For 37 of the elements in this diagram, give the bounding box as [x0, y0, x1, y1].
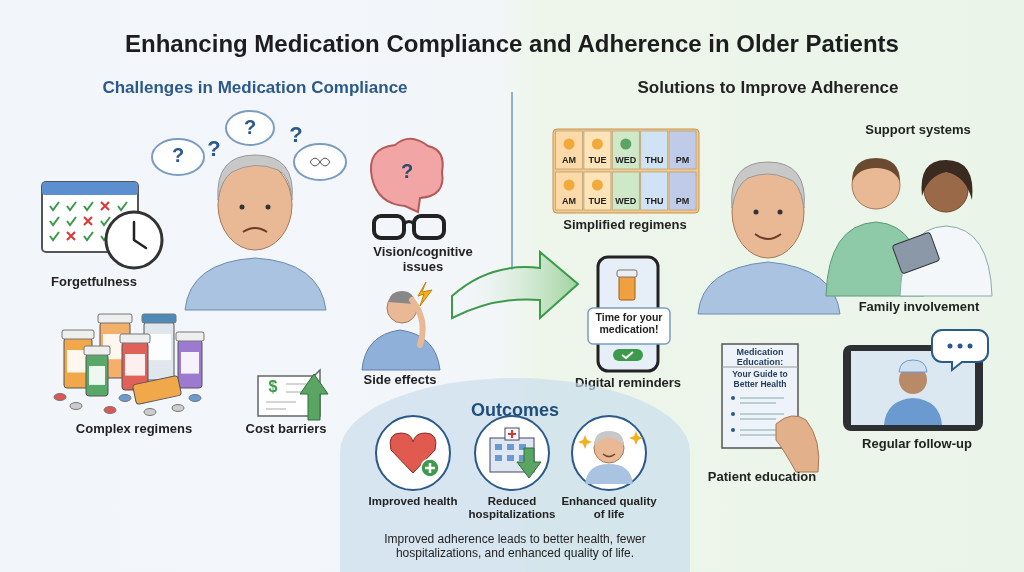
notification-text: Time for your medication! — [594, 311, 664, 336]
organizer-day-label: PM — [674, 155, 691, 166]
section-heading: Solutions to Improve Adherence — [636, 78, 900, 98]
question-mark: ? — [399, 160, 415, 183]
organizer-day-label: TUE — [587, 155, 608, 166]
item-caption: Simplified regimens — [562, 218, 688, 233]
item-caption: Forgetfulness — [50, 275, 138, 290]
organizer-day-label: WED — [614, 196, 638, 207]
item-caption: Support systems — [864, 123, 972, 138]
question-mark: ? — [288, 122, 304, 148]
organizer-day-label: THU — [643, 155, 665, 166]
section-heading: Challenges in Medication Compliance — [101, 78, 409, 98]
organizer-day-label: WED — [614, 155, 638, 166]
question-mark: ? — [206, 136, 222, 162]
panel-heading: Outcomes — [470, 400, 560, 421]
booklet-text: Medication Education: — [735, 347, 785, 368]
item-caption: Vision/cognitive issues — [372, 245, 474, 275]
title: Enhancing Medication Compliance and Adherence in Older Patients — [124, 30, 900, 58]
item-caption: Complex regimens — [74, 422, 194, 437]
organizer-day-label: AM — [561, 196, 577, 207]
item-caption: Cost barriers — [244, 422, 328, 437]
item-caption: Family involvement — [857, 300, 981, 315]
organizer-day-label: TUE — [587, 196, 608, 207]
item-caption: Regular follow-up — [861, 437, 973, 452]
organizer-day-label: PM — [674, 196, 691, 207]
item-caption: Side effects — [362, 373, 438, 388]
organizer-day-label: THU — [643, 196, 665, 207]
question-mark: ? — [242, 116, 258, 139]
outcome-caption: Improved health — [367, 495, 459, 509]
outcome-caption: Enhanced quality of life — [560, 495, 658, 522]
summary-text: Improved adherence leads to better health, fewer hospitalizations, and enhanced quality of life. — [383, 533, 647, 561]
dollar-sign: $ — [267, 378, 279, 397]
question-mark: ? — [170, 144, 186, 167]
item-caption: Patient education — [706, 470, 818, 485]
booklet-text: Your Guide to Better Health — [731, 370, 789, 390]
item-caption: Digital reminders — [573, 376, 683, 391]
organizer-day-label: AM — [561, 155, 577, 166]
